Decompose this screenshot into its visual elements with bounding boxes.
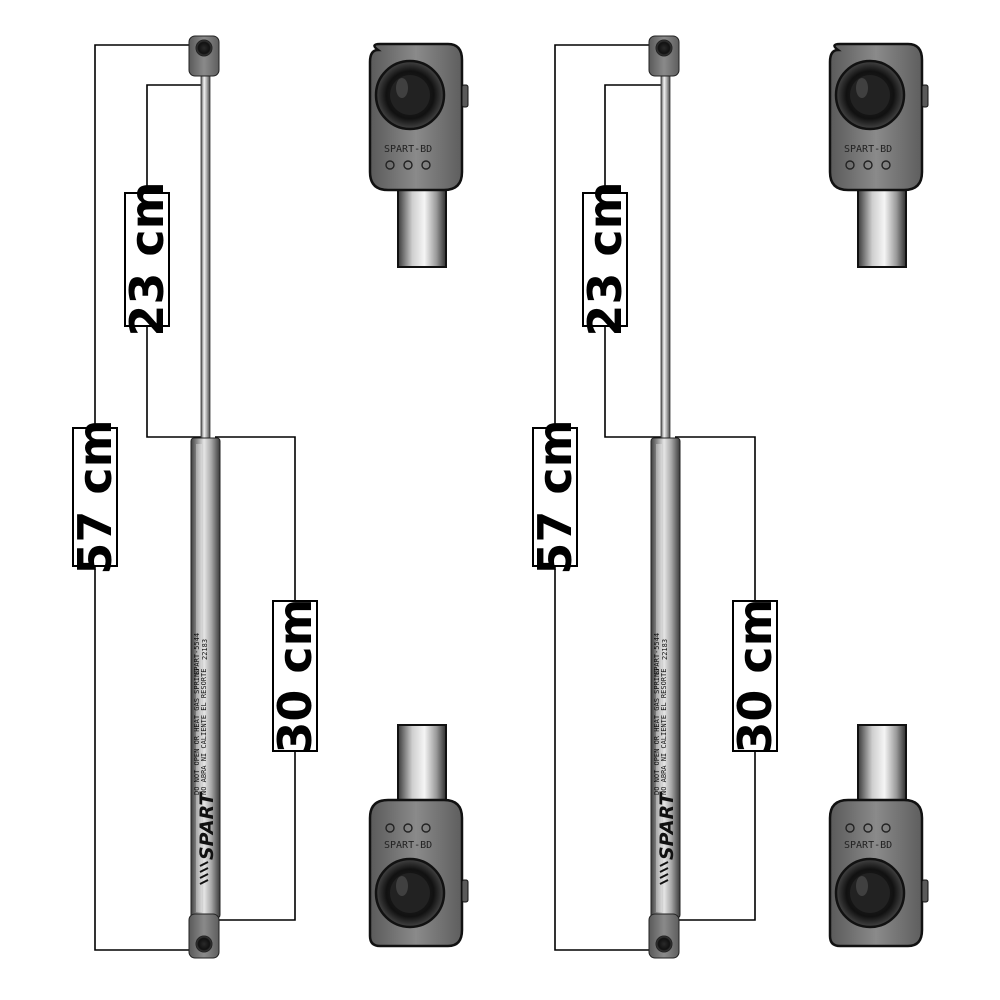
dimension-label-rod: 23 cm	[578, 181, 632, 336]
dimension-label-body: 30 cm	[268, 598, 322, 753]
warning-text-line-2: NO ABRA NI CALIENTE EL RESORTE	[200, 669, 208, 795]
strut-bottom-fitting	[188, 913, 220, 959]
strut-rod	[200, 71, 211, 443]
end-fitting-closeup-bottom-right: SPART-BD	[828, 724, 929, 948]
body-length-label: 30 cm	[728, 598, 782, 753]
part-code: 22183	[661, 639, 669, 660]
strut-rod	[660, 71, 671, 443]
warning-text-line-2: NO ABRA NI CALIENTE EL RESORTE	[660, 669, 668, 795]
body-length-label: 30 cm	[268, 598, 322, 753]
dimension-label-body: 30 cm	[728, 598, 782, 753]
dimension-label-total: 57 cm	[68, 419, 122, 574]
part-code: 22183	[201, 639, 209, 660]
total-length-label: 57 cm	[68, 419, 122, 574]
end-fitting-closeup-bottom-left: SPART-BD	[368, 724, 469, 948]
brand-stripes	[199, 861, 209, 885]
fitting-text: SPART-BD	[844, 840, 892, 851]
brand-logo: SPART	[196, 791, 218, 860]
end-fitting-closeup-top-right: SPART-BD	[828, 42, 929, 268]
fitting-text: SPART-BD	[844, 144, 892, 155]
end-fitting-closeup-top-left: SPART-BD	[368, 42, 469, 268]
fitting-text: SPART-BD	[384, 840, 432, 851]
strut-bottom-fitting	[648, 913, 680, 959]
warning-text-line-1: DO NOT OPEN OR HEAT GAS SPRING	[193, 669, 201, 795]
brand-logo: SPART	[656, 791, 678, 860]
part-number: SPART-5544	[193, 633, 201, 675]
strut-top-fitting	[188, 35, 220, 77]
strut-top-fitting	[648, 35, 680, 77]
extended-rod-label: 23 cm	[578, 181, 632, 336]
part-number: SPART-5544	[653, 633, 661, 675]
brand-stripes	[659, 861, 669, 885]
warning-text-line-1: DO NOT OPEN OR HEAT GAS SPRING	[653, 669, 661, 795]
strut-group-left: SPART DO NOT OPEN OR HEAT GAS SPRING NO …	[68, 35, 322, 959]
dimension-label-total: 57 cm	[528, 419, 582, 574]
dimension-label-rod: 23 cm	[120, 181, 174, 336]
extended-rod-label: 23 cm	[120, 181, 174, 336]
fitting-text: SPART-BD	[384, 144, 432, 155]
total-length-label: 57 cm	[528, 419, 582, 574]
strut-group-right: SPART DO NOT OPEN OR HEAT GAS SPRING NO …	[528, 35, 782, 959]
